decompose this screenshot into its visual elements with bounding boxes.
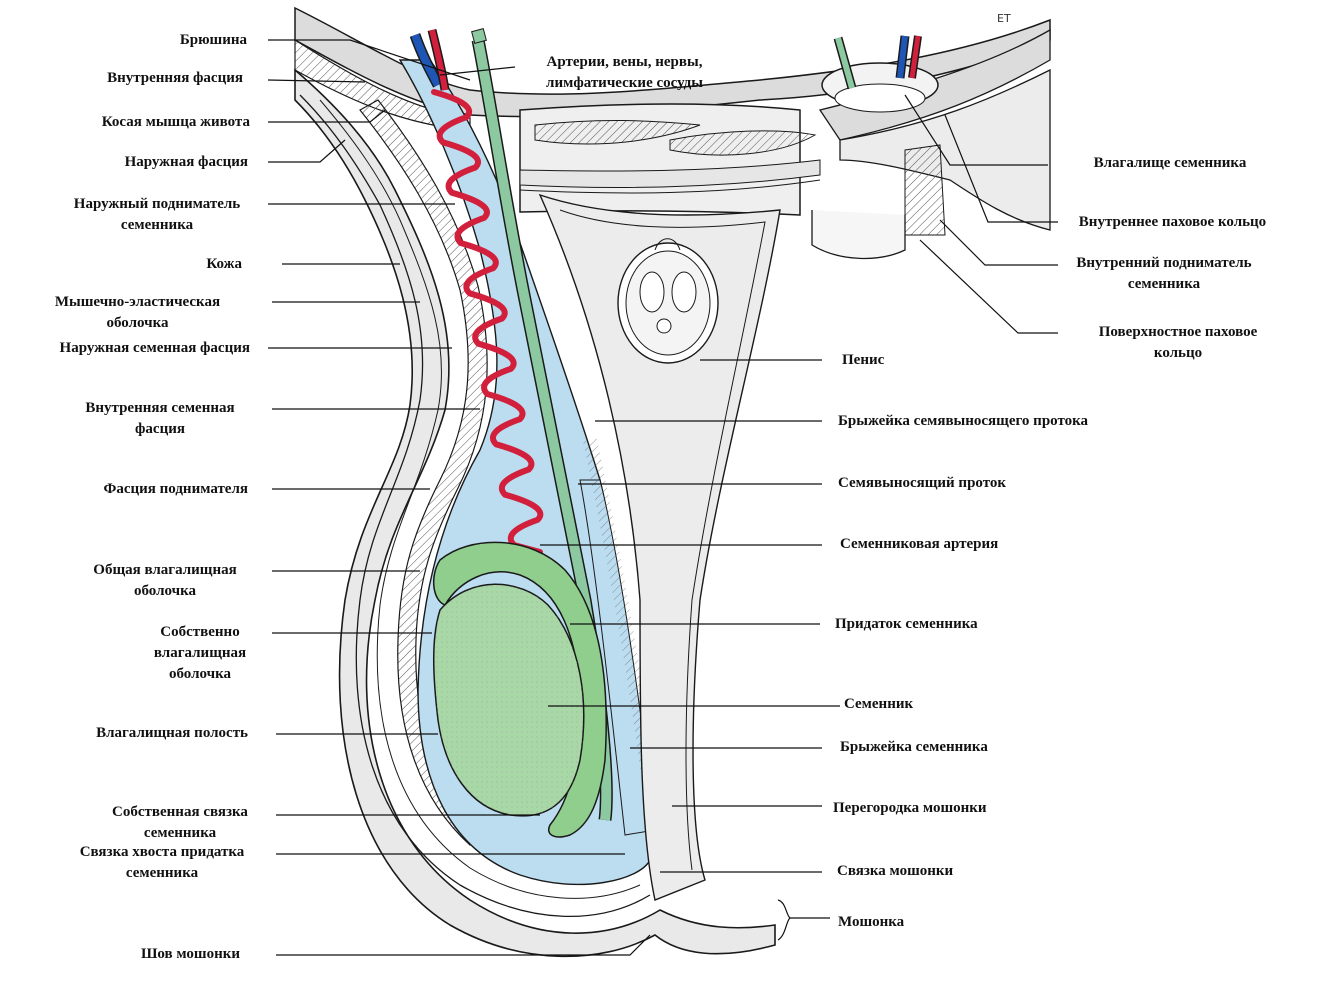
label-external-fascia: Наружная фасция <box>124 154 248 170</box>
label-oblique-muscle: Косая мышца живота <box>101 114 250 130</box>
label-skin: Кожа <box>206 256 242 272</box>
penis-septum <box>538 193 781 901</box>
label-dartos: Мышечно-эластическая оболочка <box>54 294 221 331</box>
label-scrotum: Мошонка <box>838 914 905 930</box>
label-scrotal-raphe: Шов мошонки <box>140 946 240 962</box>
testicular-artery <box>431 89 544 555</box>
label-vessels-nerves: Артерии, вены, нервы, лимфатические сосу… <box>546 54 703 91</box>
label-common-vaginal-tunic: Общая влагалищная оболочка <box>93 562 237 599</box>
label-mesorchium: Брыжейка семенника <box>840 739 988 755</box>
label-ductus-deferens: Семявыносящий проток <box>838 475 1007 491</box>
illustration: ET <box>294 6 1051 958</box>
label-external-spermatic-fascia: Наружная семенная фасция <box>59 340 250 356</box>
label-penis: Пенис <box>842 352 885 368</box>
label-superficial-inguinal-ring: Поверхностное паховое кольцо <box>1098 324 1258 361</box>
label-external-cremaster: Наружный подниматель семенника <box>73 196 241 233</box>
label-scrotal-ligament: Связка мошонки <box>837 863 954 879</box>
artist-signature: ET <box>997 12 1011 25</box>
label-internal-spermatic-fascia: Внутренняя семенная фасция <box>85 400 235 437</box>
label-vaginal-sheath: Влагалище семенника <box>1093 155 1247 171</box>
label-vaginal-cavity: Влагалищная полость <box>96 725 248 741</box>
label-epididymis-tail-ligament: Связка хвоста придатка семенника <box>79 844 245 881</box>
label-proper-testis-ligament: Собственная связка семенника <box>112 804 248 841</box>
label-proper-vaginal-tunic: Собственно влагалищная оболочка <box>153 624 247 682</box>
label-epididymis: Придаток семенника <box>835 616 978 632</box>
label-scrotal-septum: Перегородка мошонки <box>833 800 987 816</box>
abdominal-wall <box>294 6 1051 260</box>
label-internal-cremaster: Внутренний подниматель семенника <box>1076 255 1252 292</box>
label-internal-fascia: Внутренняя фасция <box>107 70 243 86</box>
label-mesoductus: Брыжейка семявыносящего протока <box>838 413 1089 429</box>
leader-lines <box>267 39 1058 956</box>
label-testis: Семенник <box>844 696 914 712</box>
label-deep-inguinal-ring: Внутреннее паховое кольцо <box>1078 214 1267 230</box>
label-peritoneum: Брюшина <box>179 32 247 48</box>
testis-group <box>432 541 607 838</box>
label-testicular-artery: Семенниковая артерия <box>840 536 999 552</box>
label-cremasteric-fascia: Фасция поднимателя <box>103 481 248 497</box>
vessels <box>409 28 922 91</box>
